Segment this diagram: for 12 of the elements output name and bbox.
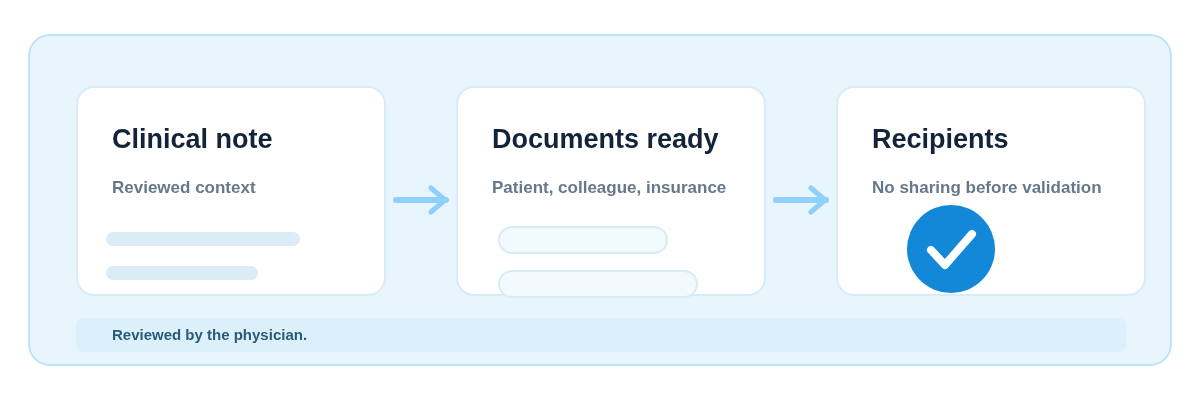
step-card xyxy=(76,86,386,296)
card-subtitle: Patient, colleague, insurance xyxy=(492,178,727,198)
card-title: Clinical note xyxy=(112,124,273,155)
card-subtitle: No sharing before validation xyxy=(872,178,1102,198)
step-card xyxy=(456,86,766,296)
arrow xyxy=(773,185,829,215)
card-subtitle: Reviewed context xyxy=(112,178,256,198)
card-title: Recipients xyxy=(872,124,1009,155)
card-title: Documents ready xyxy=(492,124,719,155)
arrow xyxy=(393,185,449,215)
footer-note: Reviewed by the physician. xyxy=(112,326,308,343)
step-card xyxy=(836,86,1146,296)
